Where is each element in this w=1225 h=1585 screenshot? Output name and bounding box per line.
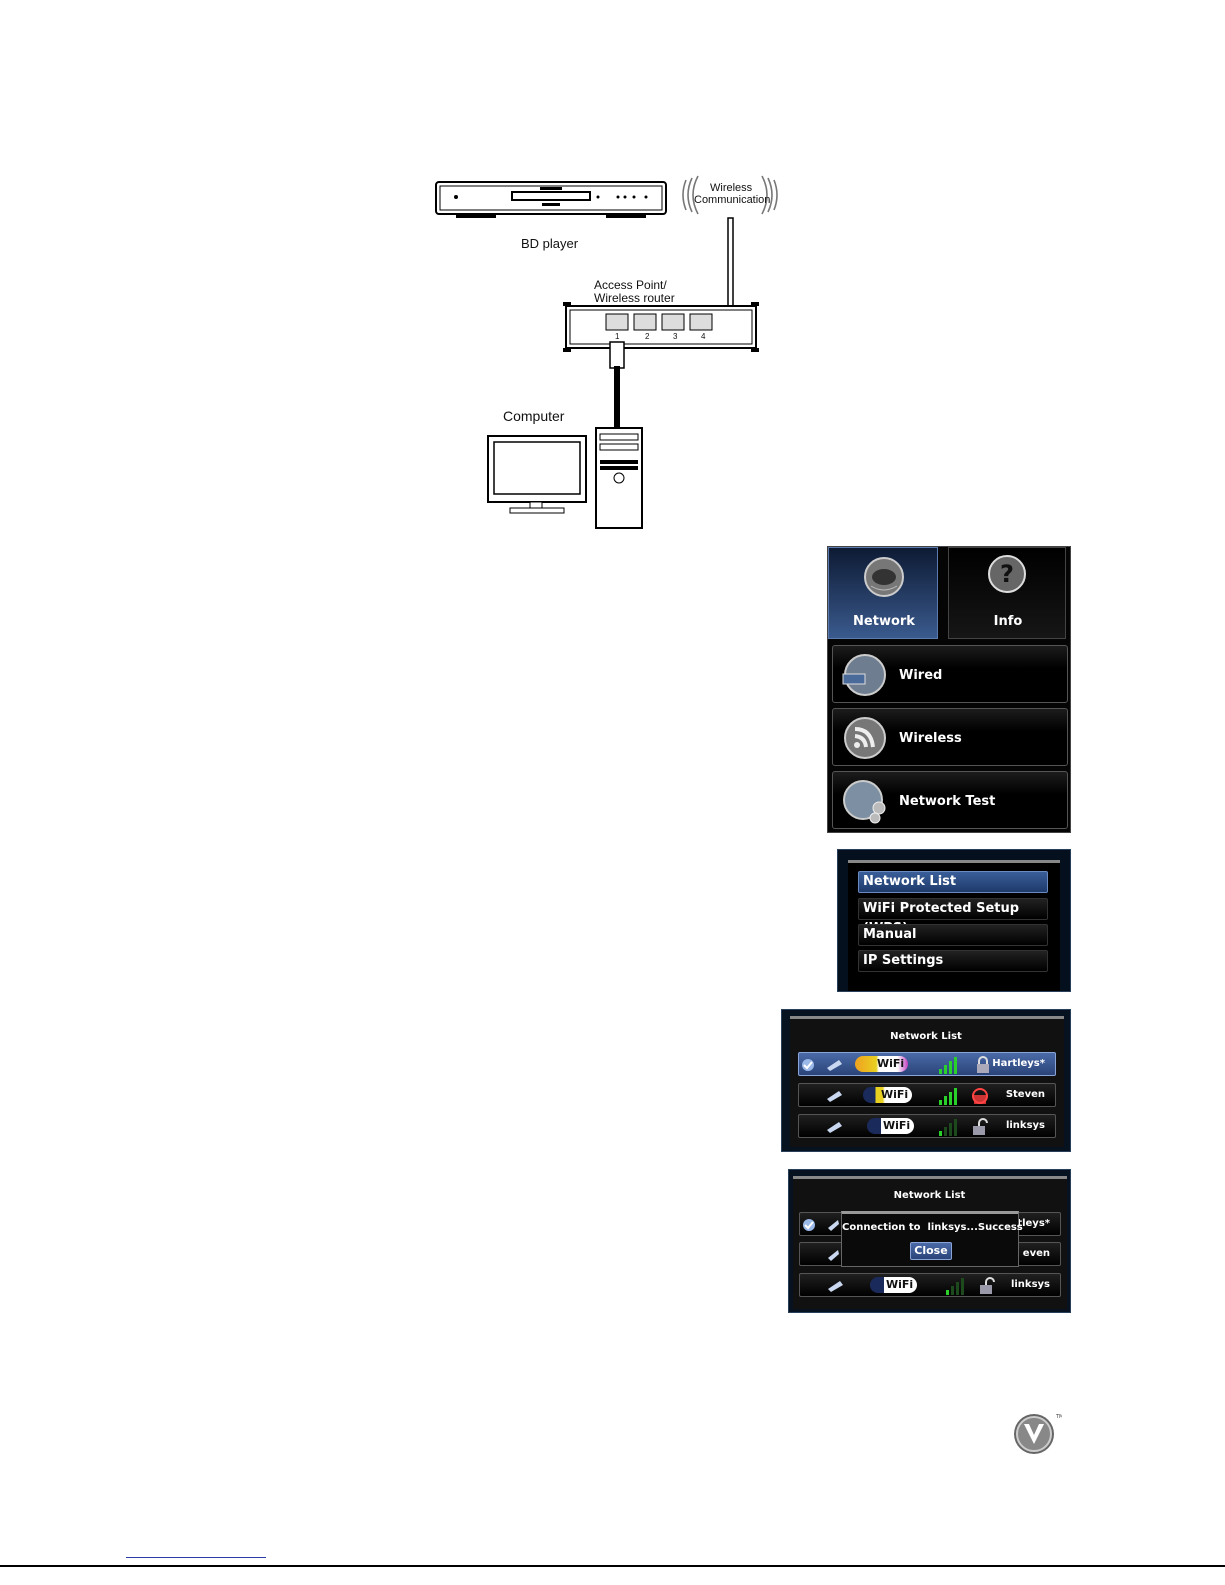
antenna-icon: [727, 217, 734, 311]
question-icon: ?: [988, 555, 1026, 593]
tower-pc-icon: [595, 427, 643, 529]
connected-check-icon: [802, 1059, 814, 1071]
wireless-signal-icon: [844, 717, 886, 759]
wifi-badge-text: WiFi: [883, 1119, 911, 1132]
svg-text:TM: TM: [1055, 1414, 1062, 1420]
network-list-title: Network List: [893, 1190, 966, 1201]
router-label-line1: Access Point/: [594, 278, 667, 292]
ethernet-cable-icon: [609, 341, 625, 428]
tab-info-label: Info: [993, 614, 1023, 629]
network-menu-screen: Network ? Info Wired Wireless Network Te…: [827, 546, 1071, 833]
wireless-waves-icon: [682, 175, 778, 215]
network-test-icon: [843, 780, 886, 824]
wireless-card-icon: [828, 1250, 839, 1261]
port-number: 2: [645, 332, 650, 341]
wifi-badge: WiFi: [855, 1056, 909, 1072]
connection-diagram: Wireless Communication BD player Access …: [420, 170, 800, 540]
connected-check-icon: [803, 1219, 815, 1231]
lock-open-icon: [973, 1118, 988, 1135]
signal-strength-icon: [939, 1056, 961, 1074]
tab-network-label: Network: [853, 614, 915, 629]
connection-message: Connection to linksys...Success: [842, 1222, 1023, 1233]
menu-item-wired[interactable]: Wired: [832, 645, 1068, 703]
network-name-partial: rtleys*: [1012, 1218, 1050, 1229]
network-name-partial: even: [1022, 1248, 1050, 1259]
footer-link-underline[interactable]: [126, 1557, 266, 1558]
port-number: 1: [615, 332, 620, 341]
network-name: Hartleys*: [992, 1058, 1045, 1069]
connection-dialog: Connection to linksys...Success Close: [841, 1211, 1023, 1267]
wifi-badge: WiFi: [863, 1087, 913, 1103]
wireless-card-icon: [827, 1122, 842, 1133]
menu-item-network-test-label: Network Test: [899, 794, 996, 809]
lock-open-icon: [980, 1277, 995, 1294]
network-name: linksys: [1005, 1120, 1045, 1131]
footer-divider: [0, 1565, 1225, 1567]
submenu-item-network-list[interactable]: Network List: [858, 871, 1048, 893]
router-icon: [563, 302, 759, 352]
menu-item-wireless-label: Wireless: [899, 731, 962, 746]
lock-icon: [977, 1056, 989, 1073]
vizio-logo-icon: TM: [1014, 1414, 1062, 1454]
wireless-card-icon: [827, 1091, 842, 1102]
bd-player-icon: [435, 181, 667, 218]
menu-item-network-test[interactable]: Network Test: [832, 771, 1068, 829]
wifi-badge: WiFi: [867, 1118, 915, 1134]
menu-item-wired-label: Wired: [899, 668, 943, 683]
submenu-item-ip-settings[interactable]: IP Settings: [858, 950, 1048, 972]
port-number: 3: [673, 332, 678, 341]
wireless-card-icon: [828, 1281, 843, 1292]
close-button[interactable]: Close: [910, 1242, 952, 1260]
network-list-title: Network List: [890, 1031, 962, 1042]
wireless-card-icon: [827, 1060, 842, 1071]
bd-player-label: BD player: [521, 236, 579, 251]
wifi-badge-text: WiFi: [886, 1278, 914, 1291]
network-row-hartleys[interactable]: WiFi Hartleys*: [798, 1052, 1056, 1076]
network-list-screen: Network List WiFi Hartleys* WiFi: [781, 1009, 1071, 1152]
wireless-card-icon: [828, 1220, 839, 1231]
network-row-linksys[interactable]: WiFi linksys: [799, 1273, 1061, 1297]
wireless-label-line1: Wireless: [710, 182, 753, 194]
router-label-line2: Wireless router: [594, 291, 675, 305]
signal-strength-icon: [939, 1118, 961, 1136]
globe-icon: [864, 557, 904, 597]
tab-info[interactable]: ? Info: [948, 547, 1066, 639]
port-number: 4: [701, 332, 706, 341]
wifi-badge-text: WiFi: [881, 1088, 909, 1101]
wifi-badge-text: WiFi: [877, 1057, 905, 1070]
wireless-submenu-screen: Network List WiFi Protected Setup (WPS) …: [837, 849, 1071, 992]
svg-text:?: ?: [1000, 560, 1014, 588]
network-row-linksys[interactable]: WiFi linksys: [798, 1114, 1056, 1138]
wired-globe-icon: [842, 654, 886, 696]
lock-red-icon: [972, 1088, 988, 1104]
computer-label: Computer: [503, 408, 565, 424]
menu-item-wireless[interactable]: Wireless: [832, 708, 1068, 766]
submenu-item-manual[interactable]: Manual: [858, 924, 1048, 946]
wifi-badge: WiFi: [870, 1277, 918, 1293]
signal-strength-icon: [946, 1277, 968, 1295]
wireless-label-line2: Communication: [694, 194, 771, 206]
submenu-item-wps[interactable]: WiFi Protected Setup (WPS): [858, 898, 1048, 936]
monitor-icon: [487, 435, 587, 514]
diagram-drawing: [435, 175, 778, 529]
signal-strength-icon: [939, 1087, 961, 1105]
network-name: linksys: [1010, 1279, 1050, 1290]
tab-network[interactable]: Network: [828, 547, 938, 639]
network-name: Steven: [1005, 1089, 1045, 1100]
connection-result-screen: Network List rtleys* even WiFi linksys C…: [788, 1169, 1071, 1313]
network-row-steven[interactable]: WiFi Steven: [798, 1083, 1056, 1107]
